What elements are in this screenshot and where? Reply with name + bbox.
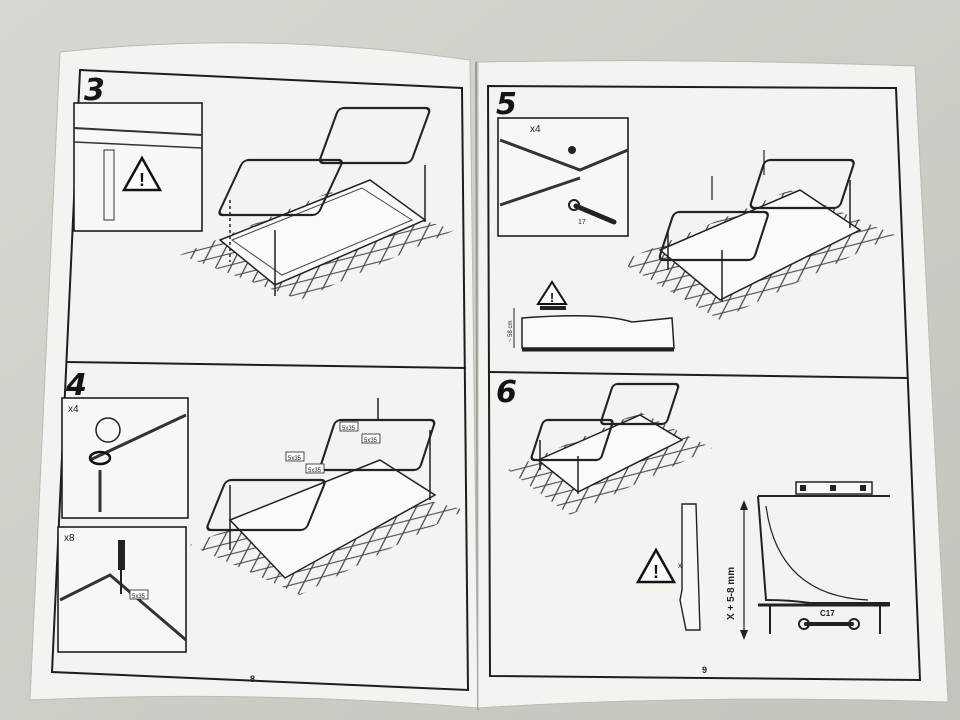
wrench-code-label: C17 [820,609,835,618]
svg-text:!: ! [550,290,554,305]
step-5-side-view: ! ~ 58 cm [508,280,675,352]
quantity-label-x8: x8 [64,533,75,544]
step-5-number: 5 [496,87,517,122]
step-3-detail-box: ! [73,102,203,232]
step-6-bathtub-drawing [508,382,712,515]
warning-triangle-icon: ! [121,155,163,192]
step-5-detail-box: x4 17 [497,117,629,237]
step-6-side-view: X + 5-8 mm C17 [726,481,890,640]
step-3-bathtub-drawing [180,106,455,300]
warning-triangle-icon: ! [536,280,568,305]
height-label: ~ 58 cm [508,320,514,342]
step-5-bathtub-drawing [620,150,895,320]
screw-size-label-a: 5x35 [132,594,146,600]
wrench-size-label: 17 [578,219,586,226]
hand-icon [95,417,121,443]
warning-triangle-icon: ! [635,547,677,584]
right-page-number: 9 [702,665,707,675]
adjustment-label: X + 5-8 mm [726,567,737,620]
screw-size-label-d: 5x35 [342,426,356,432]
left-page: 3 ! 4 x4 [29,42,479,709]
right-page: 5 x4 17 ! [477,60,949,709]
step-4-number: 4 [65,368,87,403]
level-icon [795,481,873,495]
step-3-number: 3 [84,73,105,108]
wrench-icon [798,618,860,630]
step-6-leg-profile: x [678,503,701,631]
step-4-detail-box-1: x4 [61,397,189,519]
left-page-number: 8 [250,674,255,684]
svg-text:!: ! [139,170,145,190]
screw-size-label-e: 5x35 [364,438,378,444]
step-6-number: 6 [496,375,517,410]
quantity-label-x4: x4 [68,404,79,415]
screw-size-label-c: 5x35 [308,468,322,474]
quantity-label-x4-right: x4 [530,124,541,135]
svg-text:!: ! [653,562,659,582]
wrench-icon [568,199,617,225]
step-4-detail-box-2: x8 5x35 [57,526,187,653]
screw-size-label-b: 5x35 [288,456,302,462]
step-4-frame-drawing: 5x35 5x35 5x35 5x35 [190,398,465,595]
leg-dimension-label: x [678,561,682,570]
screwdriver-icon [118,540,125,594]
